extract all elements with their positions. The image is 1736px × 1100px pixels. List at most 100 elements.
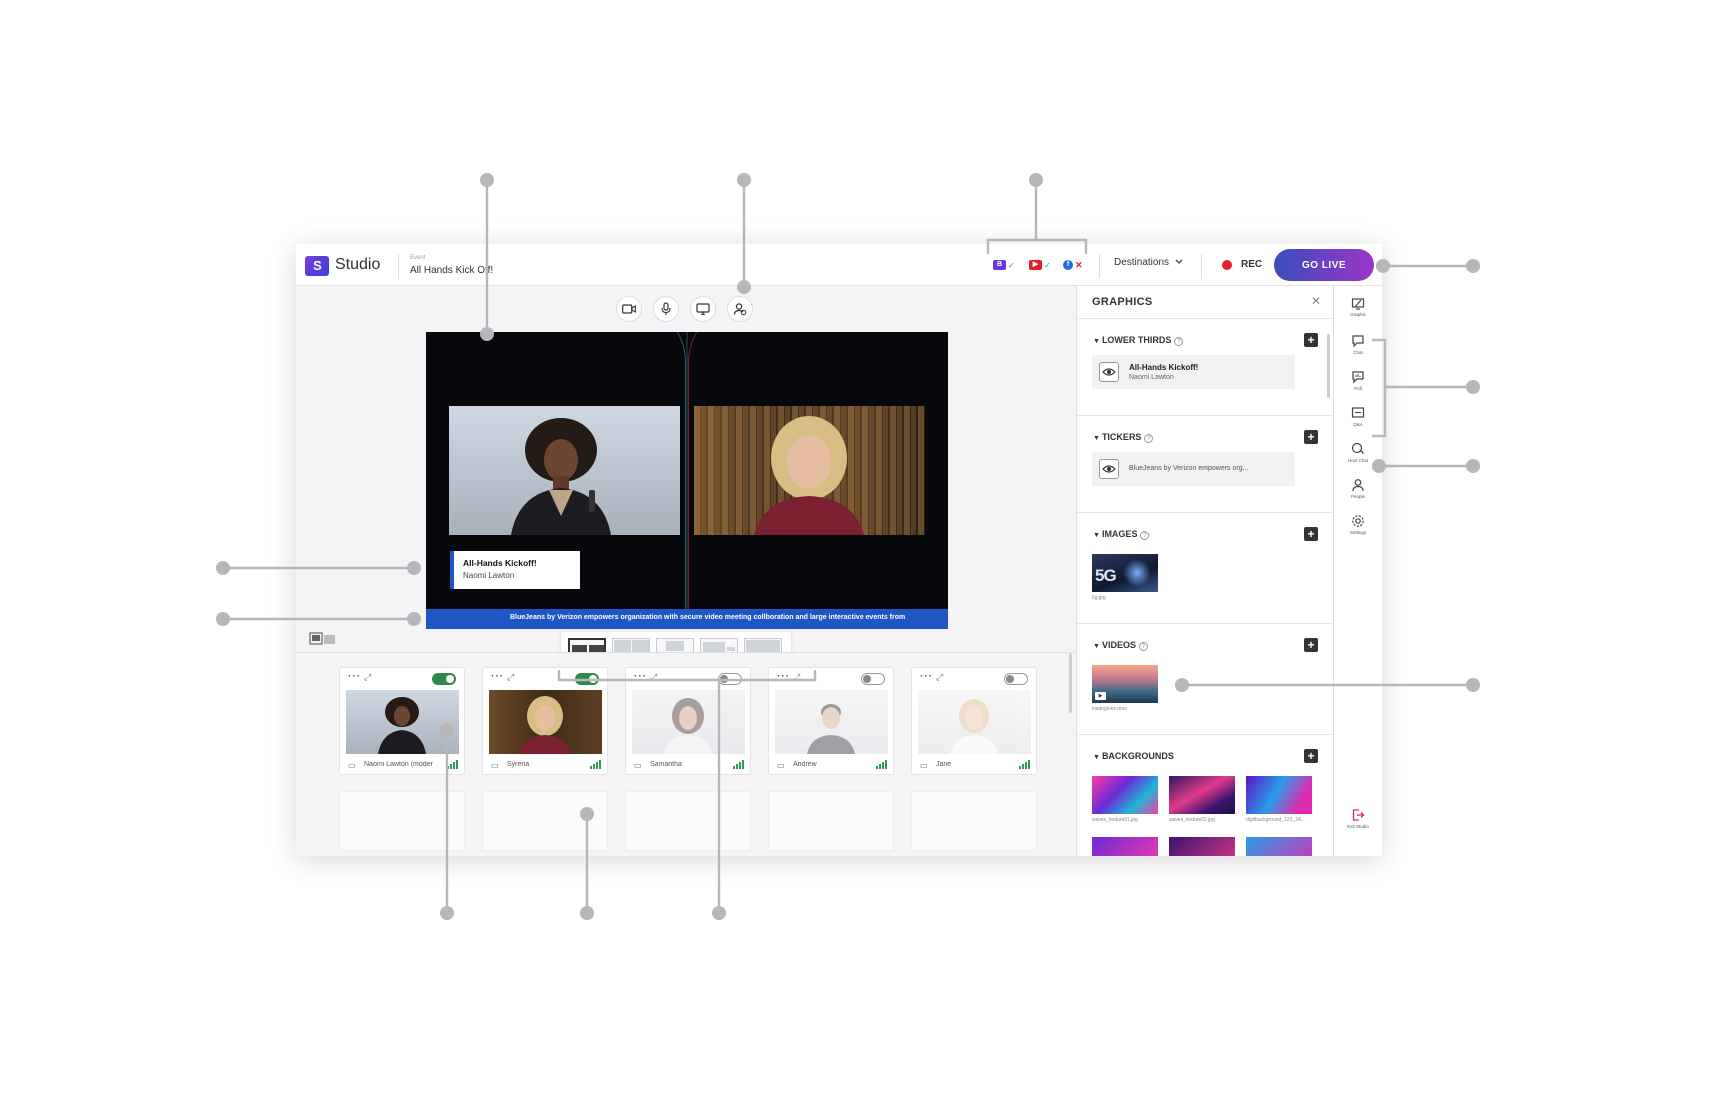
- help-icon[interactable]: ?: [1138, 642, 1148, 651]
- on-stage-toggle[interactable]: [861, 673, 885, 685]
- ticker-overlay: BlueJeans by Verizon empowers organizati…: [426, 609, 948, 629]
- chat-icon: [1352, 335, 1364, 348]
- exit-studio-button[interactable]: Exit Studio: [1334, 808, 1382, 829]
- add-video-button[interactable]: +: [1304, 638, 1318, 652]
- camera-toggle-button[interactable]: [616, 296, 642, 322]
- destinations-label: Destinations: [1114, 257, 1170, 268]
- destination-facebook[interactable]: f ✕: [1063, 259, 1083, 271]
- participant-tile[interactable]: ··· ⤢ ▭ Syrena: [482, 667, 608, 775]
- on-stage-toggle[interactable]: [575, 673, 599, 685]
- rail-item-people[interactable]: People: [1334, 478, 1382, 499]
- screen-share-button[interactable]: [690, 296, 716, 322]
- microphone-toggle-button[interactable]: [653, 296, 679, 322]
- background-thumbnail[interactable]: [1246, 776, 1312, 814]
- expand-icon[interactable]: ⤢: [936, 672, 944, 682]
- backgrounds-section: ▼BACKGROUNDS + waves_texture01.jpg waves…: [1077, 734, 1332, 856]
- background-filename: waves_texture01.jpg: [1092, 817, 1138, 823]
- live-stage-preview[interactable]: All-Hands Kickoff! Naomi Lawton BlueJean…: [426, 332, 948, 629]
- add-image-button[interactable]: +: [1304, 527, 1318, 541]
- section-header[interactable]: ▼IMAGES?: [1093, 529, 1150, 540]
- on-stage-toggle[interactable]: [718, 673, 742, 685]
- panel-title: GRAPHICS: [1092, 296, 1153, 308]
- graphics-icon: [1351, 298, 1365, 310]
- destinations-dropdown[interactable]: Destinations: [1114, 257, 1183, 268]
- close-icon[interactable]: ✕: [1311, 294, 1322, 308]
- empty-participant-slot: [768, 791, 894, 851]
- invite-guest-button[interactable]: [727, 296, 753, 322]
- expand-icon[interactable]: ⤢: [793, 672, 801, 682]
- participant-name: Andrew: [793, 761, 817, 768]
- lower-third-title: All-Hands Kickoff!: [463, 558, 537, 568]
- tray-scrollbar[interactable]: [1069, 653, 1072, 713]
- expand-icon[interactable]: ⤢: [364, 672, 372, 682]
- participant-name: Samantha: [650, 761, 682, 768]
- go-live-button[interactable]: GO LIVE: [1274, 249, 1374, 281]
- on-stage-toggle[interactable]: [1004, 673, 1028, 685]
- video-thumbnail[interactable]: ▶: [1092, 665, 1158, 703]
- expand-icon[interactable]: ⤢: [507, 672, 515, 682]
- add-ticker-button[interactable]: +: [1304, 430, 1318, 444]
- background-thumbnail[interactable]: [1092, 776, 1158, 814]
- help-icon[interactable]: ?: [1144, 434, 1154, 443]
- add-lower-third-button[interactable]: +: [1304, 333, 1318, 347]
- rail-item-chat[interactable]: Chat: [1334, 334, 1382, 355]
- bluejeans-icon: B: [993, 260, 1006, 270]
- record-dot-icon[interactable]: [1222, 260, 1232, 270]
- microphone-icon: [661, 302, 671, 315]
- ticker-item[interactable]: BlueJeans by Verizon empowers org...: [1092, 452, 1295, 486]
- more-options-icon[interactable]: ···: [634, 671, 647, 682]
- expand-icon[interactable]: ⤢: [650, 672, 658, 682]
- background-graphic: [686, 332, 688, 629]
- signal-strength-icon: [447, 760, 458, 769]
- record-label[interactable]: REC: [1241, 259, 1263, 270]
- add-person-icon: [733, 303, 747, 316]
- rail-item-qa[interactable]: Q&A: [1334, 406, 1382, 427]
- participant-tile[interactable]: ··· ⤢ ▭ Naomi Lawton (moder: [339, 667, 465, 775]
- section-header[interactable]: ▼LOWER THIRDS?: [1093, 335, 1184, 346]
- eye-icon[interactable]: [1099, 362, 1119, 382]
- monitor-icon: [696, 303, 710, 315]
- picture-in-picture-toggle[interactable]: [309, 632, 337, 646]
- background-thumbnail[interactable]: [1092, 837, 1158, 856]
- background-thumbnail[interactable]: [1246, 837, 1312, 856]
- on-stage-toggle[interactable]: [432, 673, 456, 685]
- participant-tile[interactable]: ··· ⤢ ▭ Andrew: [768, 667, 894, 775]
- studio-logo-icon: S: [305, 256, 329, 276]
- help-icon[interactable]: ?: [1140, 531, 1150, 540]
- rail-item-host-chat[interactable]: Host Chat: [1334, 442, 1382, 463]
- collapse-triangle-icon: ▼: [1093, 338, 1100, 345]
- connected-check-icon: ✓: [1008, 260, 1015, 270]
- stage-feed-syrena[interactable]: [694, 406, 925, 535]
- more-options-icon[interactable]: ···: [920, 671, 933, 682]
- rail-item-graphics[interactable]: Graphic: [1334, 296, 1382, 317]
- background-thumbnail[interactable]: [1169, 837, 1235, 856]
- background-thumbnail[interactable]: [1169, 776, 1235, 814]
- rail-label: Graphic: [1350, 312, 1366, 317]
- destination-bluejeans[interactable]: B ✓: [993, 259, 1015, 271]
- participant-tile[interactable]: ··· ⤢ ▭ Samantha: [625, 667, 751, 775]
- panel-scrollbar[interactable]: [1327, 334, 1330, 398]
- rail-item-poll[interactable]: Poll: [1334, 370, 1382, 391]
- rail-label: Settings: [1349, 530, 1367, 535]
- ticker-item-text: BlueJeans by Verizon empowers org...: [1129, 465, 1249, 472]
- facebook-icon: f: [1063, 260, 1073, 270]
- play-icon: ▶: [1095, 692, 1106, 700]
- more-options-icon[interactable]: ···: [777, 671, 790, 682]
- help-icon[interactable]: ?: [1174, 337, 1184, 346]
- section-header[interactable]: ▼BACKGROUNDS: [1093, 751, 1174, 761]
- background-graphic: [426, 332, 686, 629]
- destination-youtube[interactable]: ▶ ✓: [1029, 259, 1051, 271]
- rail-item-settings[interactable]: Settings: [1334, 514, 1382, 535]
- section-header[interactable]: ▼VIDEOS?: [1093, 640, 1148, 651]
- image-thumbnail[interactable]: 5G: [1092, 554, 1158, 592]
- add-background-button[interactable]: +: [1304, 749, 1318, 763]
- eye-icon[interactable]: [1099, 459, 1119, 479]
- stage-feed-naomi[interactable]: [449, 406, 680, 535]
- section-header[interactable]: ▼TICKERS?: [1093, 432, 1154, 443]
- lower-third-item[interactable]: All-Hands Kickoff! Naomi Lawton: [1092, 355, 1295, 389]
- rail-label: Chat: [1353, 350, 1363, 355]
- more-options-icon[interactable]: ···: [348, 671, 361, 682]
- participant-tile[interactable]: ··· ⤢ ▭ Jane: [911, 667, 1037, 775]
- participant-video: [775, 690, 888, 754]
- more-options-icon[interactable]: ···: [491, 671, 504, 682]
